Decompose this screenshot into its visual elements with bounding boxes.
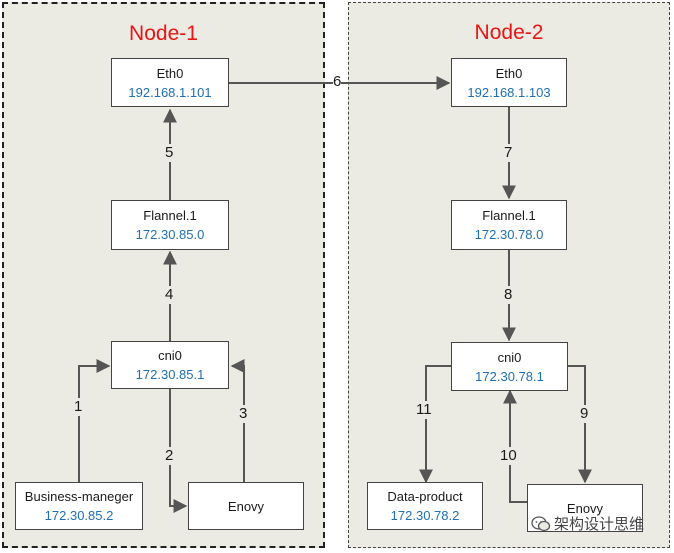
data-product-ip: 172.30.78.2 <box>390 508 460 523</box>
step-label-7: 7 <box>504 144 513 162</box>
node-1-eth0-ip: 192.168.1.101 <box>128 84 212 100</box>
step-label-4: 4 <box>165 286 174 304</box>
node-2-title: Node-2 <box>474 21 544 44</box>
node-1-cni0-label: cni0 <box>158 348 182 363</box>
node-1-flannel-box: Flannel.1 172.30.85.0 <box>111 200 229 250</box>
step-label-8: 8 <box>504 286 513 304</box>
business-maneger-label: Business-maneger <box>24 489 134 504</box>
node-2-eth0-box: Eth0 192.168.1.103 <box>451 58 567 107</box>
edge-11 <box>419 365 451 484</box>
node-2-envoy-label: Enovy <box>566 500 604 516</box>
step-label-3: 3 <box>239 405 248 423</box>
node-2-flannel-box: Flannel.1 172.30.78.0 <box>451 200 567 250</box>
watermark: 架构设计思维 <box>531 513 644 534</box>
node-2-cni0-ip: 172.30.78.1 <box>475 368 544 384</box>
edge-1 <box>78 359 111 486</box>
node-1-flannel-label: Flannel.1 <box>143 208 197 223</box>
step-label-10: 10 <box>500 447 517 465</box>
watermark-text: 架构设计思维 <box>554 516 645 533</box>
node-1-eth0-box: Eth0 192.168.1.101 <box>111 58 229 107</box>
business-maneger-ip: 172.30.85.2 <box>44 508 114 523</box>
data-product-box: Data-product 172.30.78.2 <box>367 482 483 530</box>
node-1-title: Node-1 <box>129 22 198 45</box>
edge-3 <box>230 359 245 482</box>
node-1-envoy-label: Enovy <box>227 498 265 514</box>
node-2-envoy-box: Enovy <box>527 484 643 532</box>
node-2-flannel-ip: 172.30.78.0 <box>474 227 544 242</box>
node-1-cni0-ip: 172.30.85.1 <box>135 367 205 382</box>
edge-2 <box>169 389 188 513</box>
edge-10 <box>503 389 527 503</box>
node-2-eth0-label: Eth0 <box>495 65 523 81</box>
node-1-cni0-box: cni0 172.30.85.1 <box>111 341 229 389</box>
data-product-label: Data-product <box>387 489 463 504</box>
node-1-flannel-ip: 172.30.85.0 <box>135 227 205 242</box>
node-2-flannel-label: Flannel.1 <box>482 208 536 223</box>
node-1-envoy-box: Enovy <box>188 482 304 530</box>
step-label-1: 1 <box>74 398 83 416</box>
step-label-11: 11 <box>416 401 432 419</box>
wechat-icon <box>531 515 551 531</box>
step-label-5: 5 <box>165 144 174 162</box>
node-2-eth0-ip: 192.168.1.103 <box>467 84 551 100</box>
node-2-cni0-label: cni0 <box>497 349 522 365</box>
step-label-6: 6 <box>333 73 342 91</box>
node-2-cni0-box: cni0 172.30.78.1 <box>451 342 568 391</box>
step-label-2: 2 <box>165 447 174 465</box>
business-maneger-box: Business-maneger 172.30.85.2 <box>15 482 143 530</box>
node-1-eth0-label: Eth0 <box>156 65 184 81</box>
edge-9 <box>568 365 592 484</box>
step-label-9: 9 <box>580 405 589 423</box>
